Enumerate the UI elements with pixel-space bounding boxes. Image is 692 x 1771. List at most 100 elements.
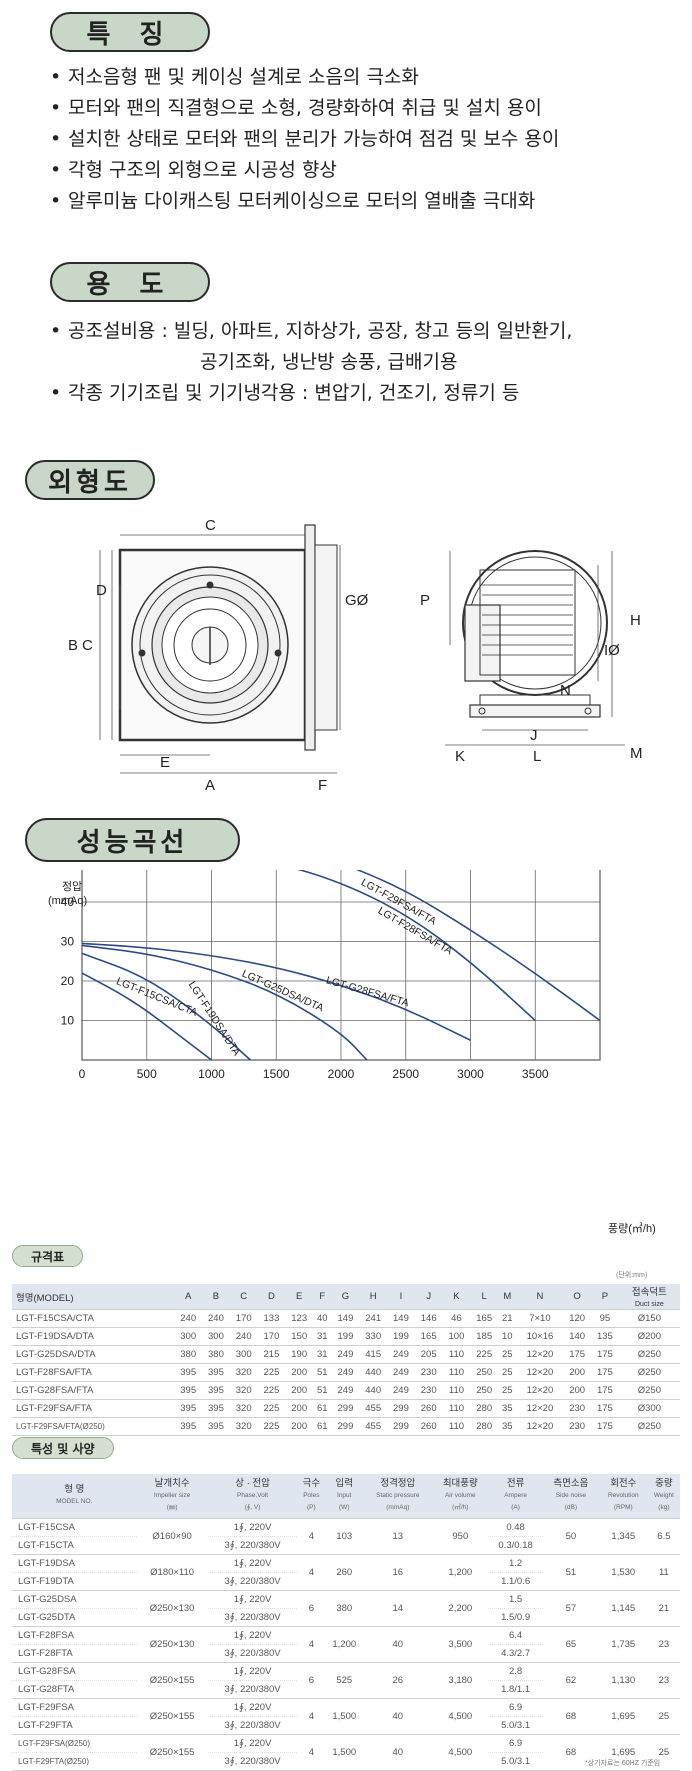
feature-list: 저소음형 팬 및 케이싱 설계로 소음의 극소화모터와 팬의 직결형으로 소형,…: [50, 62, 559, 217]
perf-noise: 65: [543, 1626, 599, 1663]
perf-model: LGT-G28FTA: [12, 1680, 137, 1699]
spec-header-cell: K: [442, 1284, 471, 1310]
spec-cell: LGT-F29FSA/FTA: [12, 1399, 175, 1418]
spec-cell: 51: [313, 1363, 332, 1382]
perf-ampere: 4.3/2.7: [488, 1644, 543, 1663]
spec-header-cell: B: [202, 1284, 230, 1310]
perf-rpm: 1,530: [598, 1554, 648, 1591]
spec-cell: 299: [331, 1399, 360, 1418]
spec-cell: 260: [414, 1399, 443, 1418]
perf-static: 16: [363, 1554, 433, 1591]
spec-header-cell: L: [470, 1284, 499, 1310]
feature-item: 설치한 상태로 모터와 팬의 분리가 가능하여 점검 및 보수 용이: [50, 124, 559, 155]
spec-cell: 241: [359, 1309, 388, 1328]
perf-noise: 68: [543, 1734, 599, 1771]
perf-model: LGT-F15CTA: [12, 1536, 137, 1555]
perf-phase: 1∮, 220V: [207, 1662, 298, 1681]
perf-model: LGT-F19DSA: [12, 1554, 137, 1573]
spec-cell: 380: [202, 1345, 230, 1364]
perf-phase: 3∮, 220/380V: [207, 1752, 298, 1771]
perf-input: 525: [325, 1662, 364, 1699]
spec-cell: 280: [470, 1417, 499, 1436]
usage-title: 용 도: [50, 262, 210, 302]
spec-cell: 190: [285, 1345, 314, 1364]
perf-noise: 50: [543, 1518, 599, 1555]
perf-header-en: Weight: [653, 1491, 674, 1499]
spec-cell: Ø250: [618, 1363, 680, 1382]
spec-cell: 230: [414, 1381, 443, 1400]
perf-weight: 23: [647, 1662, 680, 1699]
spec-cell: 395: [174, 1417, 203, 1436]
x-tick-label: 1000: [198, 1067, 225, 1081]
spec-cell: 299: [387, 1399, 415, 1418]
spec-cell: 175: [591, 1417, 619, 1436]
perf-phase: 3∮, 220/380V: [207, 1608, 298, 1627]
perf-weight: 21: [647, 1590, 680, 1627]
series-line: [81, 952, 251, 1061]
perf-model: LGT-G28FSA: [12, 1662, 137, 1681]
spec-cell: 250: [470, 1363, 499, 1382]
perf-poles: 6: [297, 1662, 326, 1699]
perf-rpm: 1,145: [598, 1590, 648, 1627]
spec-cell: 300: [229, 1345, 258, 1364]
spec-cell: LGT-G25DSA/DTA: [12, 1345, 175, 1364]
perf-model: LGT-G25DTA: [12, 1608, 137, 1627]
spec-cell: 260: [414, 1417, 443, 1436]
spec-header-label: 접속덕트: [631, 1287, 667, 1298]
spec-header-cell: C: [229, 1284, 258, 1310]
perf-model: LGT-F29FSA: [12, 1698, 137, 1717]
spec-cell: 330: [359, 1327, 388, 1346]
spec-header-cell: G: [331, 1284, 360, 1310]
y-tick-label: 20: [61, 974, 75, 988]
spec-cell: 249: [387, 1363, 415, 1382]
perf-header-en: Phase,Volt: [237, 1491, 269, 1499]
spec-header-label: G: [341, 1291, 350, 1302]
spec-header-cell: 형명(MODEL): [12, 1284, 175, 1310]
label-l: L: [533, 748, 541, 765]
spec-cell: 149: [387, 1309, 415, 1328]
spec-cell: 123: [285, 1309, 314, 1328]
perf-poles: 4: [297, 1626, 326, 1663]
spec-cell: 175: [591, 1345, 619, 1364]
y-tick-label: 40: [61, 895, 75, 909]
perf-phase: 3∮, 220/380V: [207, 1572, 298, 1591]
label-d: D: [96, 582, 107, 599]
spec-cell: 395: [202, 1363, 230, 1382]
spec-header-label: E: [296, 1291, 303, 1302]
spec-header-label: J: [426, 1291, 432, 1302]
perf-footnote: *상기자료는 60HZ 기준임: [585, 1760, 661, 1767]
perf-header-en: Revolution: [607, 1491, 639, 1499]
performance-chart: 0500100015002000250030003500102030405060…: [48, 870, 656, 1235]
label-m: M: [630, 745, 643, 762]
perf-header-en: MODEL NO.: [56, 1497, 93, 1505]
spec-cell: 300: [174, 1327, 203, 1346]
perf-impeller: Ø180×110: [136, 1554, 208, 1591]
spec-cell: Ø300: [618, 1399, 680, 1418]
spec-cell: 395: [174, 1363, 203, 1382]
spec-cell: 230: [414, 1363, 443, 1382]
perf-header-unit: (W): [339, 1503, 350, 1511]
spec-cell: 240: [202, 1309, 230, 1328]
label-g: GØ: [345, 592, 369, 609]
spec-header-label: F: [319, 1291, 326, 1302]
perf-phase: 1∮, 220V: [207, 1626, 298, 1645]
perf-poles: 4: [297, 1698, 326, 1735]
perf-air: 1,200: [432, 1554, 489, 1591]
usage-item-2: 각종 기기조립 및 기기냉각용 : 변압기, 건조기, 정류기 등: [50, 378, 572, 409]
label-p: P: [420, 592, 430, 609]
perf-static: 13: [363, 1518, 433, 1555]
x-tick-label: 500: [137, 1067, 157, 1081]
spec-cell: Ø250: [618, 1381, 680, 1400]
spec-header-label: N: [536, 1291, 544, 1302]
spec-cell: 120: [563, 1309, 591, 1328]
